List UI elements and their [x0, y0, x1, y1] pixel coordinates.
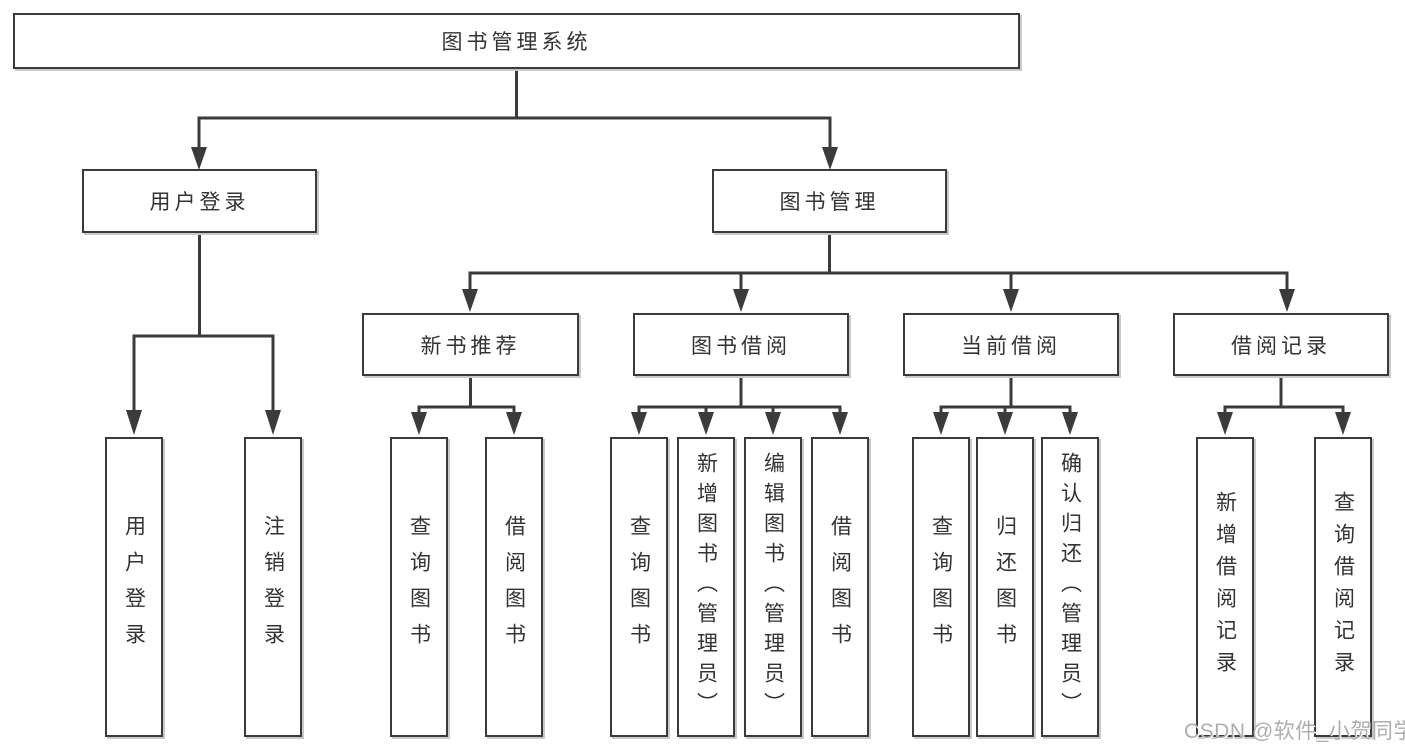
- edge-user-login: [132, 231, 275, 414]
- leaf-query-books-recommend-label: 查询图书: [407, 515, 431, 659]
- leaf-borrow-books-borrow: 借阅图书: [811, 437, 869, 737]
- edge-book-borrow: [637, 374, 842, 417]
- node-book-borrow-label: 图书借阅: [691, 334, 791, 358]
- node-root-label: 图书管理系统: [441, 31, 592, 54]
- arrowheads: [126, 147, 1351, 435]
- leaf-borrow-books-recommend-label: 借阅图书: [502, 515, 526, 659]
- edge-current-borrow: [939, 374, 1072, 417]
- connector-lines: [132, 67, 1345, 417]
- leaf-return-book-label: 归还图书: [993, 515, 1017, 659]
- leaf-user-login: 用户登录: [105, 437, 163, 737]
- node-borrow-records-label: 借阅记录: [1231, 334, 1331, 358]
- leaf-borrow-books-recommend: 借阅图书: [485, 437, 543, 737]
- leaf-add-borrow-record-label: 新增借阅记录: [1213, 491, 1237, 683]
- leaf-user-login-label: 用户登录: [122, 515, 146, 659]
- leaf-query-books-recommend: 查询图书: [390, 437, 448, 737]
- leaf-query-books-current-label: 查询图书: [929, 515, 953, 659]
- leaf-query-borrow-record: 查询借阅记录: [1314, 437, 1372, 737]
- watermark: CSDN @软件_小贺同学: [1184, 720, 1405, 743]
- edge-book-management: [468, 231, 1289, 294]
- node-book-borrow: 图书借阅: [633, 313, 849, 376]
- leaf-return-book: 归还图书: [976, 437, 1034, 737]
- leaf-query-books-borrow: 查询图书: [610, 437, 668, 737]
- node-book-management-label: 图书管理: [779, 191, 880, 214]
- leaf-confirm-return-admin-label: 确认归还（管理员）: [1058, 452, 1082, 722]
- leaf-add-book-admin: 新增图书（管理员）: [677, 437, 735, 737]
- node-user-login-label: 用户登录: [149, 191, 250, 214]
- leaf-add-borrow-record: 新增借阅记录: [1196, 437, 1254, 737]
- node-current-borrow: 当前借阅: [903, 313, 1119, 376]
- node-new-book-recommend: 新书推荐: [362, 313, 579, 376]
- leaf-edit-book-admin: 编辑图书（管理员）: [744, 437, 802, 737]
- edge-root: [197, 67, 832, 152]
- leaf-confirm-return-admin: 确认归还（管理员）: [1041, 437, 1099, 737]
- edge-borrow-records: [1223, 374, 1345, 417]
- node-new-book-recommend-label: 新书推荐: [420, 334, 521, 358]
- leaf-query-books-borrow-label: 查询图书: [627, 515, 651, 659]
- edge-new-book-recommend: [417, 374, 516, 417]
- node-current-borrow-label: 当前借阅: [961, 334, 1061, 358]
- leaf-query-books-current: 查询图书: [912, 437, 970, 737]
- leaf-edit-book-admin-label: 编辑图书（管理员）: [761, 452, 785, 722]
- node-book-management: 图书管理: [712, 169, 947, 233]
- node-root: 图书管理系统: [13, 13, 1020, 69]
- leaf-logout-label: 注销登录: [261, 515, 285, 659]
- leaf-logout: 注销登录: [244, 437, 302, 737]
- leaf-borrow-books-borrow-label: 借阅图书: [828, 515, 852, 659]
- leaf-query-borrow-record-label: 查询借阅记录: [1331, 491, 1355, 683]
- node-user-login: 用户登录: [82, 169, 317, 233]
- leaf-add-book-admin-label: 新增图书（管理员）: [694, 452, 718, 722]
- node-borrow-records: 借阅记录: [1173, 313, 1389, 376]
